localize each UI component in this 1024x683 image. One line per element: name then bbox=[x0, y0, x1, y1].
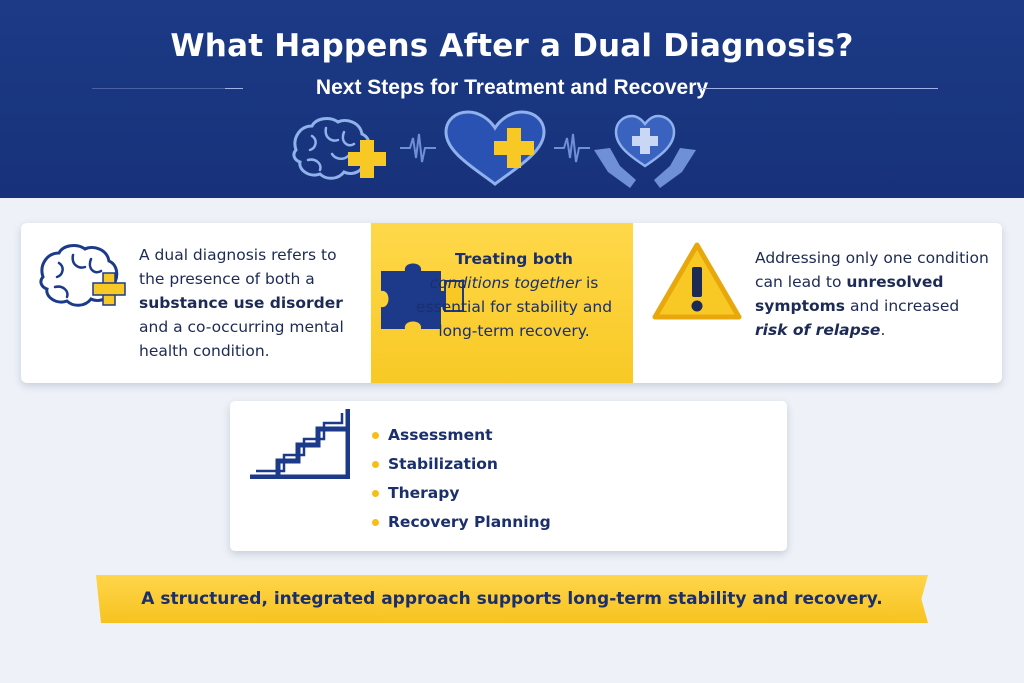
list-item: Therapy bbox=[372, 479, 551, 508]
summary-banner: A structured, integrated approach suppor… bbox=[96, 575, 928, 623]
card-text-italic: conditions together bbox=[429, 274, 582, 292]
header-icon-row bbox=[0, 108, 1024, 193]
heart-plus-icon bbox=[444, 110, 546, 186]
card-text-emphasis: unresolved symptoms bbox=[755, 273, 944, 315]
stairs-icon bbox=[250, 409, 350, 479]
steps-card: Assessment Stabilization Therapy Recover… bbox=[230, 401, 787, 551]
pulse-line-right bbox=[554, 133, 590, 163]
hands-heart-icon bbox=[594, 114, 696, 188]
card-single-condition-risk: Addressing only one condition can lead t… bbox=[633, 223, 1002, 383]
info-card-row: A dual diagnosis refers to the presence … bbox=[21, 223, 1002, 383]
card-text-italic: risk of relapse bbox=[755, 321, 881, 339]
card-text-part: and increased bbox=[845, 297, 960, 315]
card-text-part: . bbox=[880, 321, 886, 339]
card-text-part: Addressing only one condition can lead t… bbox=[755, 249, 989, 291]
steps-list: Assessment Stabilization Therapy Recover… bbox=[372, 421, 551, 537]
card-integrated-treatment: Treating both conditions together is esse… bbox=[371, 223, 633, 383]
list-item: Recovery Planning bbox=[372, 508, 551, 537]
brain-plus-icon bbox=[39, 244, 126, 307]
page-subtitle: Next Steps for Treatment and Recovery bbox=[315, 76, 709, 99]
subtitle-row: Next Steps for Treatment and Recovery bbox=[0, 76, 1024, 102]
puzzle-piece-icon bbox=[381, 263, 464, 329]
brain-plus-icon bbox=[292, 117, 386, 180]
pulse-line-left bbox=[400, 133, 436, 163]
card-text-part: A dual diagnosis refers to the presence … bbox=[139, 246, 337, 288]
list-item: Stabilization bbox=[372, 450, 551, 479]
card-dual-diagnosis-definition: A dual diagnosis refers to the presence … bbox=[21, 223, 371, 383]
warning-icon bbox=[652, 242, 742, 320]
card-text-emphasis: Treating both bbox=[455, 250, 573, 268]
card-text-part: and a co-occurring mental health conditi… bbox=[139, 318, 344, 360]
card-text: Addressing only one condition can lead t… bbox=[755, 246, 995, 342]
card-text-part: is essential for stability and long-term… bbox=[415, 274, 613, 340]
subtitle-divider-left-faint bbox=[92, 88, 242, 89]
summary-banner-text: A structured, integrated approach suppor… bbox=[141, 589, 883, 609]
list-item: Assessment bbox=[372, 421, 551, 450]
subtitle-divider-right bbox=[698, 88, 938, 89]
card-text: A dual diagnosis refers to the presence … bbox=[139, 243, 364, 363]
subtitle-divider-left bbox=[225, 88, 243, 89]
card-text-emphasis: substance use disorder bbox=[139, 294, 343, 312]
page-title: What Happens After a Dual Diagnosis? bbox=[170, 28, 854, 64]
header-banner: What Happens After a Dual Diagnosis? Nex… bbox=[0, 0, 1024, 198]
card-text: Treating both conditions together is esse… bbox=[401, 247, 627, 343]
